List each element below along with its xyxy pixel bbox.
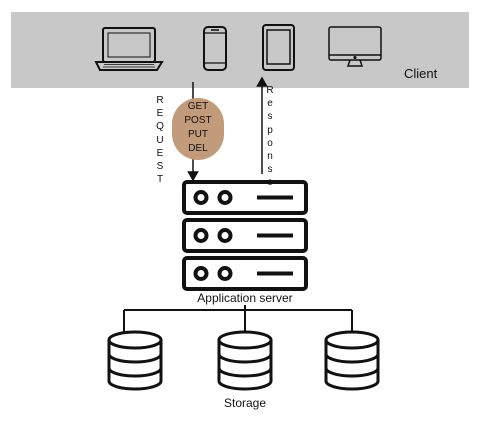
response-letter: e [267,98,273,110]
smartphone-icon [203,26,227,71]
response-letter: R [266,85,274,96]
request-letter: E [156,108,164,120]
method-post: POST [184,115,212,126]
request-letter: Q [156,121,164,133]
request-letter: S [156,161,164,173]
server-unit [182,256,308,291]
method-del: DEL [188,143,208,154]
response-letter: o [267,137,273,149]
database-icon [107,330,163,391]
laptop-icon [94,27,164,71]
method-put: PUT [188,129,208,140]
request-letter: E [156,147,164,159]
response-letter: s [267,164,273,176]
server-unit [182,218,308,253]
database-icon [324,330,380,391]
response-letter: p [267,124,273,136]
request-label: R E Q U E S T [154,94,166,186]
response-letter: s [267,111,273,123]
application-server-label: Application server [197,291,293,305]
client-bar [11,12,469,88]
response-letter: e [267,177,273,189]
response-arrow [256,76,268,174]
storage-connector [123,305,353,333]
monitor-icon [328,26,382,67]
request-letter: R [156,95,164,106]
response-letter: n [267,151,273,163]
client-label: Client [404,66,438,81]
server-unit [182,180,308,215]
request-letter: T [156,174,164,186]
method-get: GET [187,101,209,112]
storage-label: Storage [223,396,267,410]
tablet-icon [262,24,295,71]
request-letter: U [156,134,164,146]
database-icon [217,330,273,391]
server-rack-icon [182,180,308,291]
response-label: R e s p o n s e [264,84,276,190]
http-methods-bubble [172,98,224,160]
